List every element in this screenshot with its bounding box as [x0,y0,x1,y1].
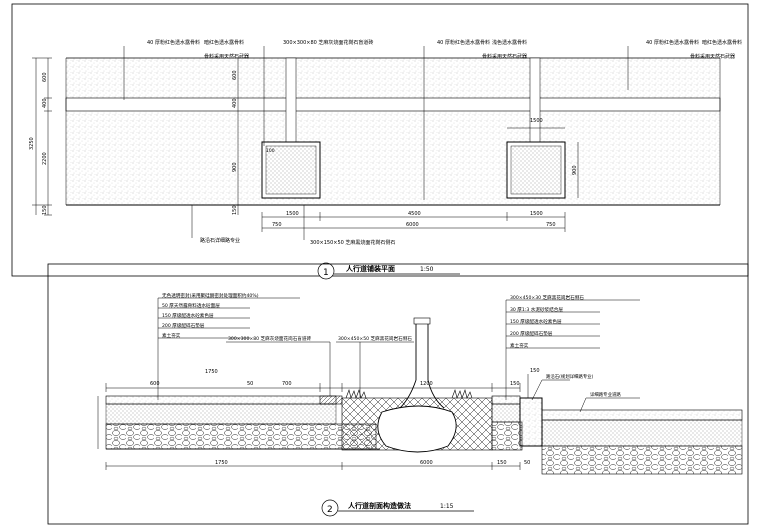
dim-tree-v: 900 [572,165,578,175]
callout-left-3: 骨料采用天然石武器 [204,53,249,60]
right-note-2: 150 厚级配透水砼素色层 [510,318,562,325]
left-note-0: 无色透明密封(采用聚硅酮密封处理面积约40%) [162,292,259,299]
plan-number: 1 [323,268,329,278]
plan-dims-left [32,57,52,216]
mid-note-a: 300×300×80 芝麻灰烧面花岗石盲道砖 [228,335,311,342]
callout-mid: 300×300×80 芝麻灰烧面花岗石盲道砖 [283,39,373,46]
right-note-4: 素土夯实 [510,342,529,349]
callout-left-1: 40 厚粉红色透水露骨料 [147,39,200,46]
sec-dim-150b: 150 [530,368,540,374]
dim-span-b: 4500 [408,211,421,217]
section-title: 人行道剖面构造做法 [348,501,411,510]
sec-dim-6000: 6000 [420,460,433,466]
sec-dim-600: 600 [150,381,160,387]
tree-pit-left [261,141,321,199]
dim-side: 100 [266,148,275,154]
callout-right-3: 骨料采用天然石武器 [482,53,527,60]
section-scale: 1:15 [440,503,454,510]
dim-sub-a: 750 [272,222,282,228]
tag-road: 详细路专业道路 [590,391,621,398]
plan-dims-bottom [261,212,566,232]
callout-left-2: 暗红色透水露骨料 [204,39,244,46]
right-note-1: 30 厚1:3 水泥砂浆结合层 [510,306,563,313]
sec-dim-1750b: 1750 [215,460,228,466]
section-title-block: 2 人行道剖面构造做法 1:15 [321,499,474,517]
section-number: 2 [327,505,333,515]
dim-sub-b: 750 [546,222,556,228]
callout-right-2: 浅色透水露骨料 [492,39,527,46]
sec-dim-1200: 1200 [420,381,433,387]
sec-dim-150c: 150 [497,460,507,466]
sec-dim-150: 150 [510,381,520,387]
dim-low: 2200 [42,152,48,165]
section-frame [47,263,749,525]
dim-pit-top: 600 [232,70,238,80]
left-note-1: 50 厚天然露骨料透水砼面层 [162,302,220,309]
section-left-leaders [157,297,300,400]
dim-pit-low: 900 [232,162,238,172]
callout-far-1: 40 厚粉红色透水露骨料 [646,39,699,46]
tag-curb: 路沿石(规划详细路专业) [546,373,594,380]
dim-span-total: 6000 [406,222,419,228]
sec-dim-700: 700 [282,381,292,387]
section-layers [105,317,743,475]
callout-right-1: 40 厚粉红色透水露骨料 [437,39,490,46]
plan-title: 人行道铺装平面 [346,264,395,273]
right-note-3: 200 厚级配碎石垫层 [510,330,553,337]
plan-frame [11,3,749,277]
callout-far-3: 骨料采用天然石武器 [690,53,735,60]
left-note-2: 150 厚级配透水砼素色层 [162,312,214,319]
dim-span-c: 1500 [530,211,543,217]
dim-mid1: 400 [42,98,48,108]
left-note-3: 200 厚级配碎石垫层 [162,322,205,329]
dim-total: 3250 [29,137,35,150]
left-note-4: 素土夯实 [162,332,181,339]
sec-dim-50b: 50 [524,460,530,466]
dim-bottom: 150 [42,205,48,215]
tree-pit-right [506,141,566,199]
plan-title-block: 1 人行道铺装平面 1:50 [317,262,460,280]
dim-span-a: 1500 [286,211,299,217]
dim-pit-bot: 150 [232,205,238,215]
plan-dims-pit [237,58,579,215]
dim-tree-h: 1500 [530,118,543,124]
callout-edge: 300×150×50 芝麻黑烧面花岗石侧石 [310,239,395,246]
mid-note-b: 300×450×50 芝麻黑花岗岩石侧石 [338,335,412,342]
plan-scale: 1:50 [420,266,434,273]
section-mid-leaders [226,341,414,398]
sec-dim-1750: 1750 [205,369,218,375]
dim-pit-mid: 400 [232,98,238,108]
right-note-0: 300×450×30 芝麻黑花岗岩石侧石 [510,294,584,301]
plan-leaders [123,46,629,240]
section-right-leaders [505,299,640,400]
callout-curb: 路沿石详细路专业 [200,237,240,244]
dim-top: 600 [42,72,48,82]
callout-far-2: 暗红色透水露骨料 [702,39,742,46]
section-tags [531,379,640,413]
section-dims [97,374,529,470]
plan-paving [65,57,721,206]
sec-dim-50: 50 [247,381,253,387]
